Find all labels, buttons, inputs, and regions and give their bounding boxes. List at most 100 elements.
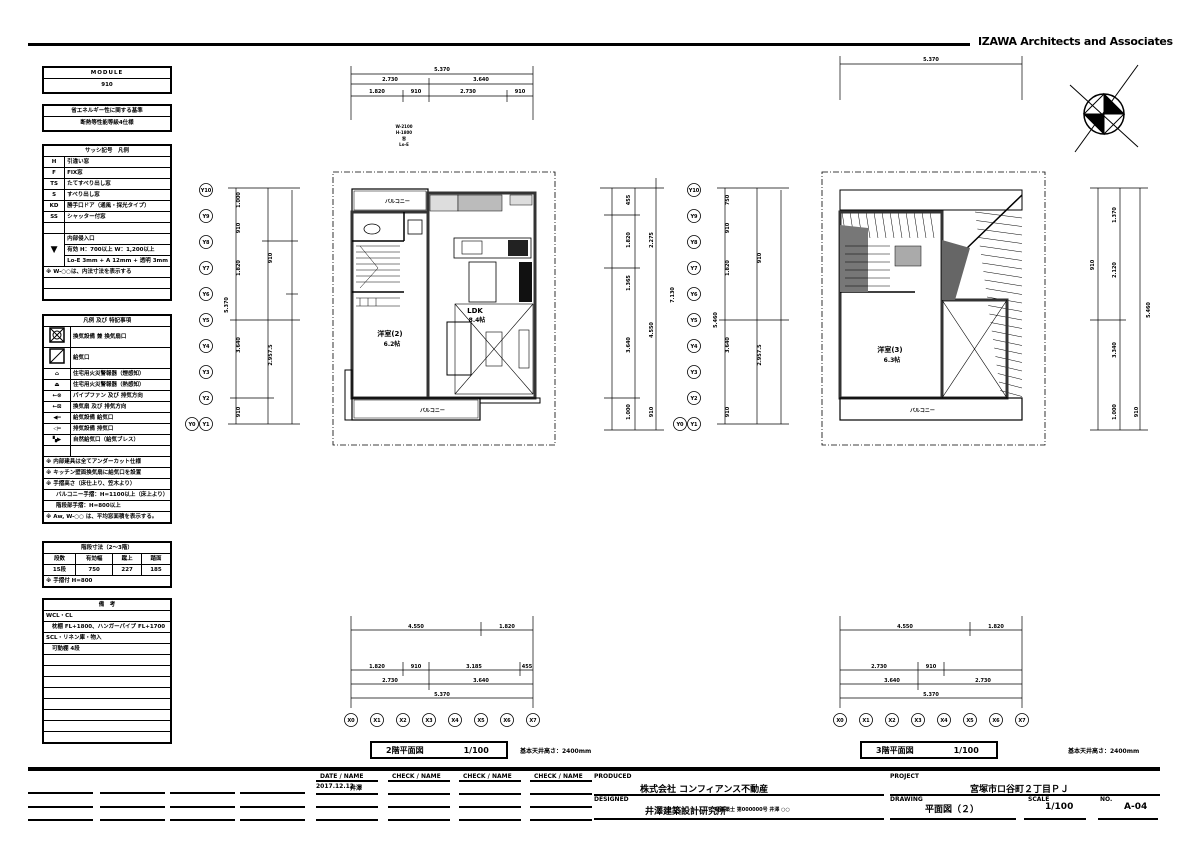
svg-text:2.730: 2.730	[460, 89, 476, 95]
grid-bubble: Y6	[199, 287, 213, 301]
divider	[890, 794, 1160, 796]
grid-label: X4	[451, 718, 459, 724]
grid-bubble: Y5	[687, 313, 701, 327]
divider	[459, 819, 521, 821]
grid-label: Y8	[689, 240, 698, 246]
svg-text:バルコニー: バルコニー	[385, 198, 410, 205]
grid-bubble: X5	[474, 713, 488, 727]
divider	[170, 792, 235, 794]
grid-bubble: X3	[911, 713, 925, 727]
svg-text:2.730: 2.730	[975, 678, 991, 684]
divider	[388, 793, 450, 795]
plan-2f-title: 2階平面図 1/100	[370, 741, 508, 759]
divider	[890, 818, 1016, 820]
grid-bubble: X0	[344, 713, 358, 727]
grid-label: X2	[399, 718, 407, 724]
svg-text:910: 910	[411, 664, 422, 670]
grid-label: X6	[992, 718, 1000, 724]
svg-text:6.2帖: 6.2帖	[384, 340, 401, 348]
divider	[594, 794, 884, 796]
grid-label: Y8	[201, 240, 210, 246]
svg-text:1.820: 1.820	[369, 89, 385, 95]
svg-text:1.820: 1.820	[369, 664, 385, 670]
grid-label: X4	[940, 718, 948, 724]
svg-text:5.370: 5.370	[434, 67, 450, 73]
grid-label: Y3	[201, 370, 210, 376]
grid-bubble: Y1	[199, 417, 213, 431]
svg-text:5.370: 5.370	[434, 692, 450, 698]
grid-bubble: X1	[370, 713, 384, 727]
grid-bubble: Y8	[687, 235, 701, 249]
svg-text:W-2100: W-2100	[395, 124, 412, 129]
svg-text:910: 910	[268, 252, 274, 263]
divider	[316, 780, 378, 782]
svg-text:2.275: 2.275	[649, 232, 655, 248]
grid-label: X3	[425, 718, 433, 724]
grid-bubble: Y1	[687, 417, 701, 431]
svg-text:6.3帖: 6.3帖	[884, 356, 901, 364]
svg-text:910: 910	[725, 222, 731, 233]
svg-text:窓: 窓	[402, 135, 406, 141]
grid-label: Y7	[689, 266, 698, 272]
grid-label: X0	[836, 718, 844, 724]
svg-text:1.365: 1.365	[626, 275, 632, 291]
grid-label: X0	[347, 718, 355, 724]
svg-text:1.820: 1.820	[626, 232, 632, 248]
plan-2f: 5.370 2.730 3.640 1.820 910 2.730 910 W-…	[224, 66, 676, 708]
grid-bubble: X5	[963, 713, 977, 727]
grid-bubble: Y10	[199, 183, 213, 197]
grid-bubble: Y3	[687, 365, 701, 379]
divider	[28, 806, 93, 808]
svg-text:1.370: 1.370	[1112, 207, 1118, 223]
svg-text:洋室(2): 洋室(2)	[377, 329, 402, 338]
divider	[388, 819, 450, 821]
svg-text:2.730: 2.730	[871, 664, 887, 670]
svg-text:8.4帖: 8.4帖	[469, 316, 486, 324]
grid-bubble: Y8	[199, 235, 213, 249]
svg-text:2.120: 2.120	[1112, 262, 1118, 278]
divider	[530, 793, 592, 795]
grid-label: Y0	[187, 422, 196, 428]
grid-label: X5	[477, 718, 485, 724]
svg-text:910: 910	[757, 252, 763, 263]
divider	[316, 819, 378, 821]
svg-text:910: 910	[515, 89, 526, 95]
grid-label: Y2	[689, 396, 698, 402]
grid-bubble: X1	[859, 713, 873, 727]
grid-bubble: X4	[448, 713, 462, 727]
svg-text:910: 910	[236, 222, 242, 233]
grid-bubble: X7	[526, 713, 540, 727]
svg-text:455: 455	[522, 664, 533, 670]
grid-label: X5	[966, 718, 974, 724]
divider	[459, 780, 521, 782]
grid-bubble: Y7	[687, 261, 701, 275]
svg-text:5.460: 5.460	[713, 312, 719, 328]
svg-text:1.000: 1.000	[236, 192, 242, 208]
grid-label: Y9	[201, 214, 210, 220]
grid-bubble: X6	[989, 713, 1003, 727]
plan-3f-title: 3階平面図 1/100	[860, 741, 998, 759]
divider	[388, 780, 450, 782]
grid-bubble: Y4	[687, 339, 701, 353]
divider	[530, 780, 592, 782]
grid-bubble: Y2	[199, 391, 213, 405]
svg-text:2.957.5: 2.957.5	[268, 344, 274, 366]
grid-bubble: X7	[1015, 713, 1029, 727]
divider	[316, 793, 378, 795]
grid-label: X3	[914, 718, 922, 724]
svg-text:3.640: 3.640	[236, 337, 242, 353]
divider	[459, 793, 521, 795]
svg-text:910: 910	[1134, 406, 1140, 417]
svg-text:910: 910	[1090, 259, 1096, 270]
svg-text:910: 910	[411, 89, 422, 95]
svg-text:バルコニー: バルコニー	[910, 407, 935, 414]
grid-label: Y5	[689, 318, 698, 324]
divider	[100, 792, 165, 794]
divider	[388, 806, 450, 808]
svg-text:3.640: 3.640	[884, 678, 900, 684]
symbol-legend-table: 凡例 及び 特記事項 換気設備 兼 換気扇口 給気口 ⌂住宅用火災警報器（煙感知…	[42, 314, 173, 524]
svg-text:910: 910	[725, 406, 731, 417]
divider	[1098, 818, 1158, 820]
